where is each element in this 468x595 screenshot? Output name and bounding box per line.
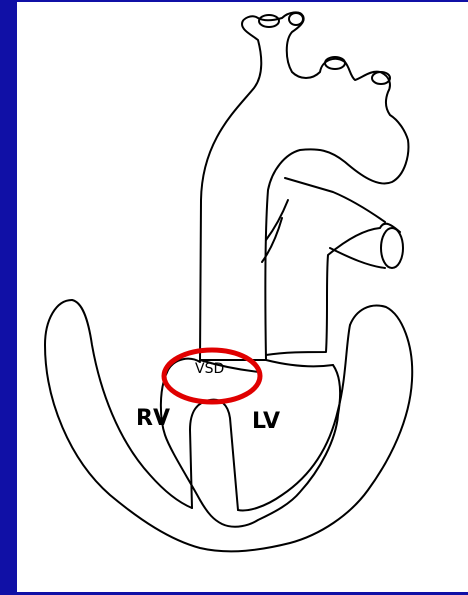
pa-root-line	[266, 360, 333, 366]
right-ventricle-wall	[161, 359, 340, 527]
label-rv: RV	[136, 406, 170, 431]
pulmonary-artery-upper	[285, 178, 385, 222]
aorta	[200, 12, 408, 360]
label-vsd: VSD	[195, 361, 224, 377]
pulmonary-artery-lower	[330, 248, 385, 268]
vessel-opening-2	[289, 13, 303, 25]
right-ventricle-outer	[45, 300, 412, 551]
label-lv: LV	[252, 409, 280, 434]
pulmonary-artery-opening	[381, 228, 403, 268]
right-ventricle-inner	[72, 300, 192, 508]
pulmonary-artery	[266, 224, 400, 355]
